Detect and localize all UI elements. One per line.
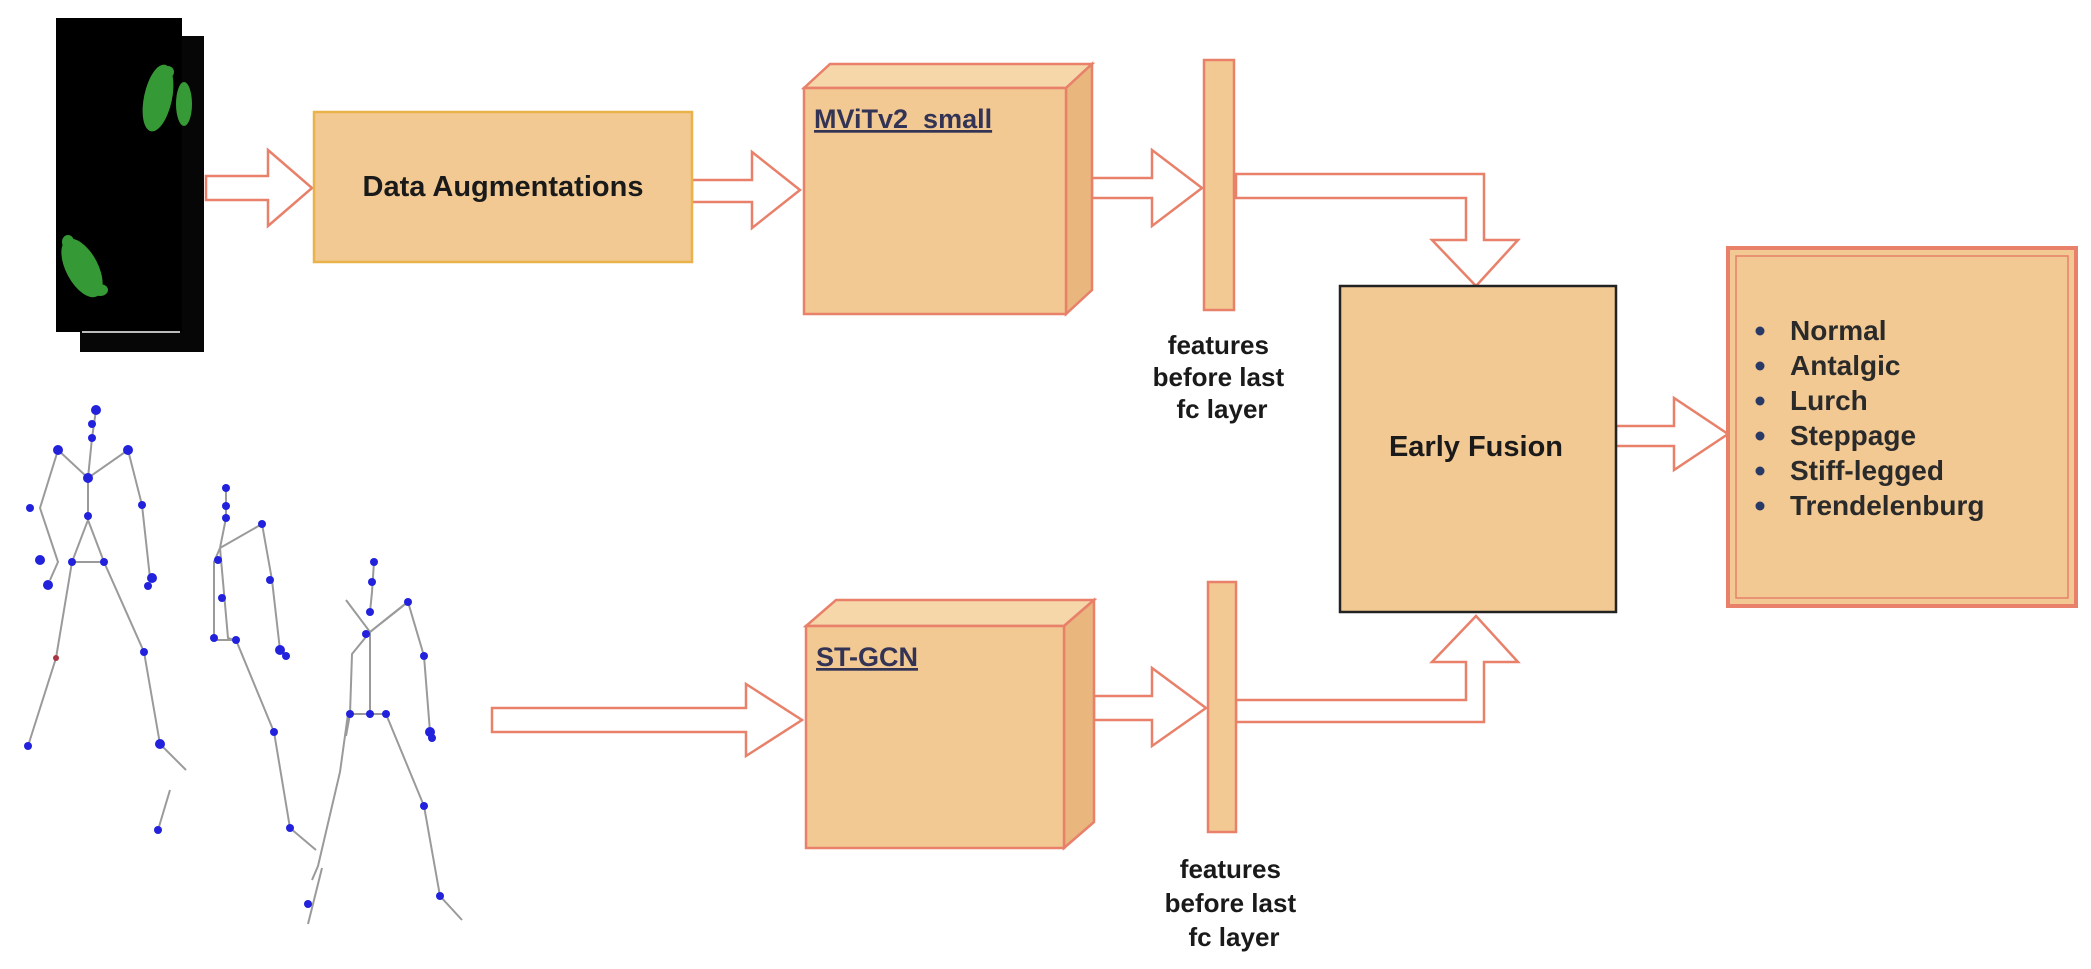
- early-fusion-block: Early Fusion: [1338, 284, 1618, 614]
- skeleton-joints-2: [210, 484, 294, 832]
- features-label-top: features before last fc layer: [1153, 330, 1292, 424]
- data-augmentations-label: Data Augmentations: [363, 171, 644, 203]
- arrow-skeleton-to-stgcn: [490, 681, 805, 759]
- data-augmentations-block: Data Augmentations: [312, 110, 694, 264]
- footprint-bottom: [61, 235, 108, 298]
- arrow-fusion-to-classes: [1614, 395, 1731, 473]
- skeleton-figure-2: [213, 488, 323, 925]
- stgcn-block: ST-GCN: [802, 597, 1098, 851]
- arrow-augment-to-mvit: [690, 149, 803, 231]
- stgcn-label: ST-GCN: [816, 642, 918, 672]
- class-item-trendelenburg: Trendelenburg: [1790, 490, 1984, 521]
- gait-classes-block: Normal Antalgic Lurch Steppage Stiff-leg…: [1726, 246, 2078, 608]
- class-item-lurch: Lurch: [1790, 385, 1868, 416]
- footprint-frames-image: [56, 18, 204, 352]
- features-label-bottom: features before last fc layer: [1165, 854, 1304, 952]
- arrow-mvit-to-features: [1090, 147, 1205, 229]
- arrow-features-bottom-to-fusion: [1234, 614, 1521, 724]
- arrow-frames-to-augment: [204, 147, 314, 229]
- footprint-top: [142, 64, 192, 132]
- feature-bar-bottom: [1206, 580, 1238, 834]
- skeleton-joints-1: [24, 405, 165, 834]
- class-item-steppage: Steppage: [1790, 420, 1916, 451]
- skeleton-figure-3: [311, 561, 463, 921]
- feature-bar-top: [1202, 58, 1236, 312]
- arrow-features-top-to-fusion: [1234, 172, 1521, 288]
- arrow-stgcn-to-features: [1092, 665, 1209, 749]
- class-item-normal: Normal: [1790, 315, 1886, 346]
- early-fusion-label: Early Fusion: [1389, 431, 1563, 463]
- skeleton-figure-1: [27, 409, 187, 831]
- skeleton-figures-image: [24, 405, 463, 925]
- skeleton-joints-3: [304, 558, 444, 908]
- class-item-antalgic: Antalgic: [1790, 350, 1900, 381]
- class-bullets: [1755, 326, 1765, 511]
- mvit-block: MViTv2_small: [800, 61, 1096, 317]
- mvit-label: MViTv2_small: [814, 104, 992, 134]
- class-item-stiff-legged: Stiff-legged: [1790, 455, 1944, 486]
